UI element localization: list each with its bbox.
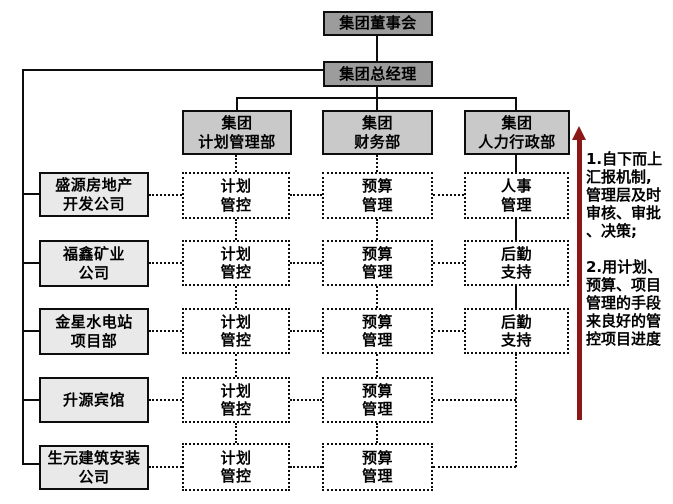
matrix-cell-r1-hr: 人事 管理	[464, 172, 569, 219]
company-box-shengyuan-realestate: 盛源房地产 开发公司	[39, 172, 149, 217]
matrix-cell-r2-budget: 预算 管理	[322, 240, 433, 286]
dotted-r4-col1-col2	[290, 399, 322, 401]
dotted-company1-col1	[149, 194, 182, 196]
connector-trunk-company5	[22, 463, 39, 465]
report-arrow-head-icon	[572, 126, 586, 140]
dotted-r3-col1-col2	[290, 330, 322, 332]
dotted-company2-col1	[149, 262, 182, 264]
connector-gm-bus	[376, 87, 378, 97]
report-arrow-shaft	[577, 139, 582, 420]
company-box-fuxin-mining: 福鑫矿业 公司	[39, 240, 149, 287]
board-box: 集团董事会	[323, 11, 433, 36]
dept-planning-box: 集团 计划管理部	[182, 110, 292, 155]
connector-bus-dept3	[515, 97, 517, 110]
connector-col3-r1-r2	[515, 219, 517, 240]
dept-hr-admin-box: 集团 人力行政部	[464, 110, 570, 155]
dotted-col3-tail	[515, 354, 517, 467]
dotted-col1-r2-r3	[235, 286, 237, 308]
dotted-r2-col1-col2	[290, 262, 322, 264]
connector-gm-left-trunk	[22, 69, 323, 71]
dotted-col1-r4-r5	[235, 423, 237, 443]
connector-trunk-company3	[22, 330, 39, 332]
dotted-r3-col2-col3	[433, 330, 464, 332]
matrix-cell-r4-budget: 预算 管理	[322, 377, 433, 423]
dotted-col2-r2-r3	[376, 286, 378, 308]
matrix-cell-r3-planning: 计划 管控	[182, 308, 290, 354]
matrix-cell-r1-planning: 计划 管控	[182, 172, 290, 219]
connector-trunk-company2	[22, 262, 39, 264]
dotted-col2-r1-r2	[376, 219, 378, 240]
annotation-text: 1.自下而上 汇报机制, 管理层及时 审核、审批 、决策; 2.用计划、 预算、…	[586, 150, 663, 348]
dotted-company5-col1	[149, 466, 182, 468]
dotted-dept2-r1	[376, 155, 378, 172]
matrix-cell-r3-logistics: 后勤 支持	[464, 308, 569, 354]
dotted-dept1-r1	[235, 155, 237, 172]
connector-left-trunk	[22, 69, 24, 465]
matrix-cell-r2-logistics: 后勤 支持	[464, 240, 569, 286]
dotted-col1-r3-r4	[235, 354, 237, 377]
connector-col3-r2-r3	[515, 286, 517, 308]
connector-board-gm	[376, 36, 378, 61]
company-box-shengyuan-construction: 生元建筑安装 公司	[39, 445, 149, 490]
matrix-cell-r4-planning: 计划 管控	[182, 377, 290, 423]
dotted-r4-col2-tail	[433, 399, 516, 401]
connector-bus-dept1	[236, 97, 238, 110]
matrix-cell-r5-planning: 计划 管控	[182, 443, 290, 491]
connector-bus-dept2	[376, 97, 378, 110]
dotted-col2-r4-r5	[376, 423, 378, 443]
dotted-company4-col1	[149, 399, 182, 401]
dotted-r5-col1-col2	[290, 466, 322, 468]
dotted-r1-col1-col2	[290, 194, 322, 196]
dotted-r5-col2-tail	[433, 466, 516, 468]
matrix-cell-r1-budget: 预算 管理	[322, 172, 433, 219]
matrix-cell-r3-budget: 预算 管理	[322, 308, 433, 354]
general-manager-box: 集团总经理	[323, 61, 433, 87]
matrix-cell-r2-planning: 计划 管控	[182, 240, 290, 286]
connector-dept3-r1	[515, 155, 517, 172]
dotted-r1-col2-col3	[433, 194, 464, 196]
connector-trunk-company4	[22, 399, 39, 401]
dotted-r2-col2-col3	[433, 262, 464, 264]
matrix-cell-r5-budget: 预算 管理	[322, 443, 433, 491]
company-box-jinxing-hydro: 金星水电站 项目部	[39, 308, 149, 355]
dotted-company3-col1	[149, 330, 182, 332]
dotted-col2-r3-r4	[376, 354, 378, 377]
dept-finance-box: 集团 财务部	[322, 110, 433, 155]
connector-trunk-company1	[22, 193, 39, 195]
company-box-shengyuan-hotel: 升源宾馆	[39, 377, 149, 423]
dotted-col1-r1-r2	[235, 219, 237, 240]
